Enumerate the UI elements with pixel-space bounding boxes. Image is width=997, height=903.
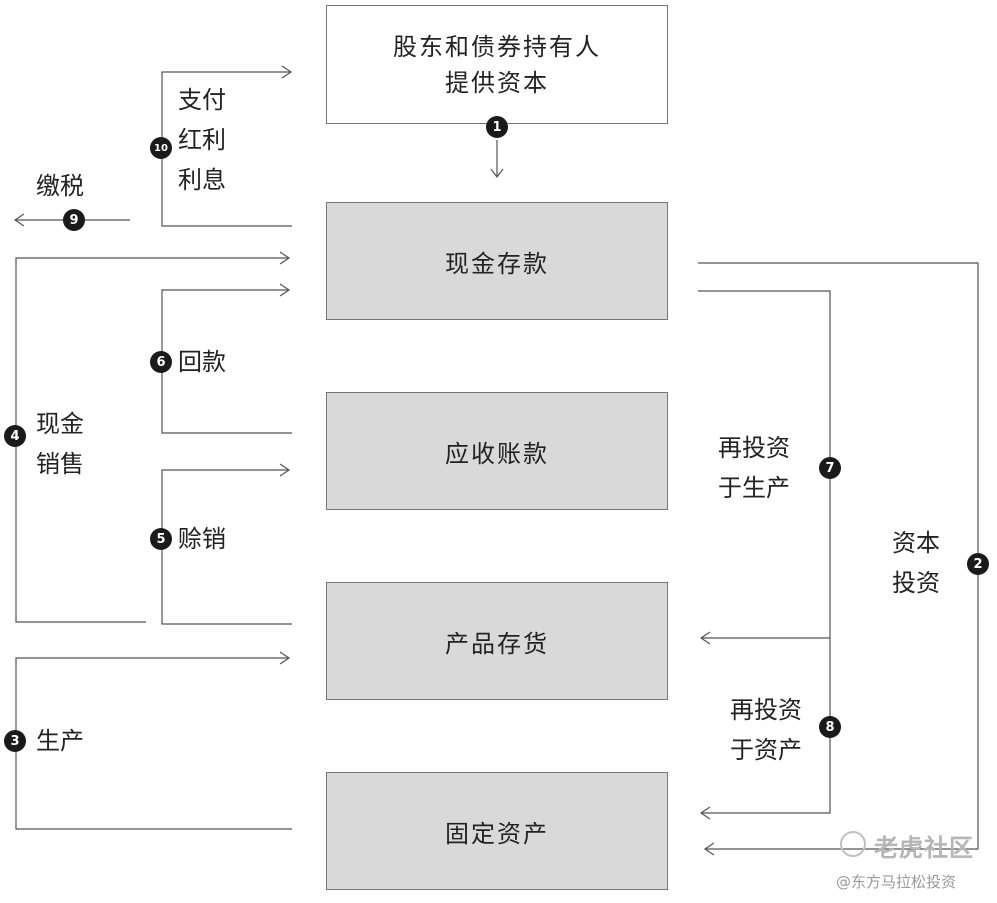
inventory-label: 产品存货 (445, 629, 549, 658)
flow-5-label: 赊销 (178, 525, 226, 553)
flow-2-label: 资本 投资 (892, 523, 940, 603)
flow-6-label: 回款 (178, 348, 226, 376)
flow-7-line-2: 于生产 (718, 474, 790, 502)
flow-2-line-2: 投资 (892, 569, 940, 597)
flow-5-badge: 5 (150, 528, 172, 550)
flow-8-line-1: 再投资 (730, 696, 802, 724)
fixed-assets-label: 固定资产 (445, 819, 549, 848)
flow-6-badge: 6 (150, 351, 172, 373)
flow-4-badge: 4 (4, 425, 26, 447)
cash-label: 现金存款 (445, 249, 549, 278)
capital-providers-line-2: 提供资本 (445, 68, 549, 97)
watermark-brand: 老虎社区 (874, 834, 974, 862)
flow-9-label: 缴税 (36, 172, 84, 200)
receivables-box: 应收账款 (326, 392, 668, 510)
flow-1-badge: 1 (486, 116, 508, 138)
flow-8-label: 再投资 于资产 (730, 690, 802, 770)
flow-8-badge: 8 (819, 716, 841, 738)
flow-2-line-1: 资本 (892, 529, 940, 557)
flow-10-line-2: 红利 (178, 126, 226, 154)
flow-2-badge: 2 (967, 553, 989, 575)
flow-10-line-3: 利息 (178, 166, 226, 194)
flow-4-line-1: 现金 (36, 410, 84, 438)
receivables-label: 应收账款 (445, 439, 549, 468)
fixed-assets-box: 固定资产 (326, 772, 668, 890)
watermark-logo-icon (840, 831, 866, 857)
flow-10-badge: 10 (150, 137, 172, 159)
flow-8-line-2: 于资产 (730, 736, 802, 764)
flow-3-badge: 3 (4, 730, 26, 752)
capital-providers-line-1: 股东和债券持有人 (393, 32, 601, 61)
flow-7-label: 再投资 于生产 (718, 428, 790, 508)
flow-3-label: 生产 (36, 727, 84, 755)
capital-providers-box: 股东和债券持有人 提供资本 (326, 5, 668, 124)
flow-7-badge: 7 (819, 457, 841, 479)
flow-9-badge: 9 (63, 209, 85, 231)
flow-4-line-2: 销售 (36, 450, 84, 478)
flow-10-line-1: 支付 (178, 86, 226, 114)
flow-7-line-1: 再投资 (718, 434, 790, 462)
inventory-box: 产品存货 (326, 582, 668, 700)
flow-4-label: 现金 销售 (36, 404, 84, 484)
watermark-author: @东方马拉松投资 (836, 873, 957, 891)
flow-10-label: 支付 红利 利息 (178, 80, 226, 200)
cash-box: 现金存款 (326, 202, 668, 320)
